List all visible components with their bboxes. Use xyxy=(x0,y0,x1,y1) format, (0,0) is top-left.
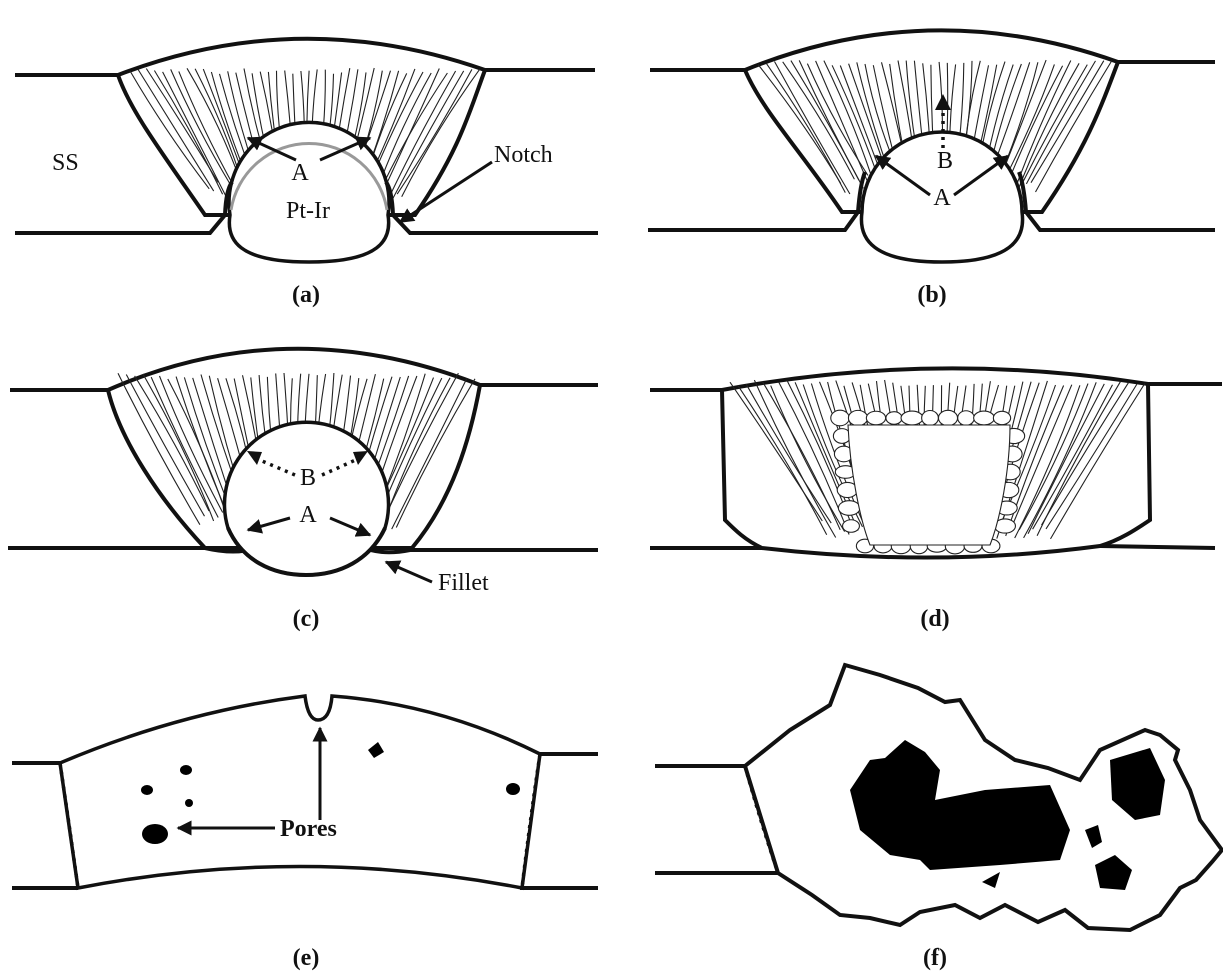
panel-c-label-a: A xyxy=(299,502,317,528)
equiaxed-grain xyxy=(866,411,885,425)
panel-a-caption: (a) xyxy=(292,282,320,308)
panel-a-bottom-plate-right xyxy=(393,215,598,233)
panel-d-equiaxed-core xyxy=(848,425,1010,545)
panel-d-caption: (d) xyxy=(920,606,949,632)
panel-d: (d) xyxy=(650,368,1222,632)
panel-e-fusion-zone xyxy=(60,696,540,888)
panel-f-caption: (f) xyxy=(923,945,947,971)
panel-c-label-fillet: Fillet xyxy=(438,570,489,596)
equiaxed-grain xyxy=(938,410,957,425)
equiaxed-grain xyxy=(848,410,867,425)
panel-c-label-b: B xyxy=(300,465,316,491)
panel-a-label-ss: SS xyxy=(52,150,79,176)
panel-c-pt-ir-wire xyxy=(225,422,389,575)
panel-b-label-a: A xyxy=(933,185,951,211)
panel-a: SS A Pt-Ir Notch (a) xyxy=(15,39,598,308)
panel-e-pore xyxy=(185,799,193,807)
panel-e: Pores (e) xyxy=(12,696,598,971)
panel-e-pore xyxy=(180,765,192,775)
panel-f: (f) xyxy=(655,665,1222,971)
panel-e-pore xyxy=(506,783,520,795)
panel-c-caption: (c) xyxy=(293,606,320,632)
equiaxed-grain xyxy=(922,410,939,425)
panel-c-arrow-fillet xyxy=(386,562,432,582)
panel-a-label-a: A xyxy=(291,160,309,186)
equiaxed-grain xyxy=(886,412,902,425)
panel-e-label-pores: Pores xyxy=(280,816,337,842)
panel-b-label-b: B xyxy=(937,148,953,174)
equiaxed-grain xyxy=(831,410,849,426)
panel-c: B A Fillet (c) xyxy=(8,349,598,632)
equiaxed-grain xyxy=(993,411,1010,424)
panel-e-pore xyxy=(141,785,153,795)
equiaxed-grain xyxy=(958,411,975,426)
panel-b-caption: (b) xyxy=(917,282,946,308)
panel-a-label-notch: Notch xyxy=(494,142,553,168)
panel-a-bottom-plate-left xyxy=(15,215,225,233)
equiaxed-grain xyxy=(838,501,860,516)
panel-e-pore xyxy=(142,824,168,844)
equiaxed-grain xyxy=(843,520,860,533)
panel-e-caption: (e) xyxy=(293,945,320,971)
equiaxed-grain xyxy=(901,411,923,425)
panel-b: B A (b) xyxy=(648,30,1215,308)
equiaxed-grain xyxy=(974,411,995,425)
panel-a-label-wire: Pt-Ir xyxy=(286,198,330,224)
